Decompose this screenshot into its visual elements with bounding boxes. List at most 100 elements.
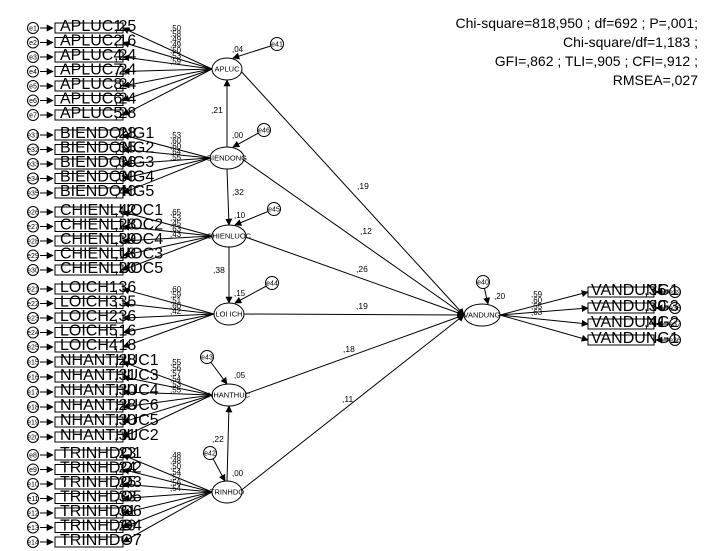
loading-line xyxy=(122,223,213,237)
indicator-box xyxy=(54,264,124,276)
error-circle xyxy=(27,94,39,107)
error-circle xyxy=(669,318,681,330)
loading-line xyxy=(122,491,213,529)
disturbance-circle xyxy=(265,276,279,290)
disturbance-arrow xyxy=(234,282,273,304)
error-label: e2 xyxy=(29,40,37,47)
loading-coef: ,49 xyxy=(170,35,182,44)
error-label: e38 xyxy=(669,306,681,313)
error-circle xyxy=(27,65,39,78)
indicator-box xyxy=(54,327,124,338)
error-label: e20 xyxy=(27,435,39,442)
error-label: e4 xyxy=(29,69,37,76)
latent-r2: ,15 xyxy=(234,289,246,298)
indicator-label: NHANTHUC1 xyxy=(60,352,159,369)
error-circle xyxy=(27,143,39,156)
error-label: e23 xyxy=(27,316,39,323)
loading-line xyxy=(122,235,213,272)
indicator-box xyxy=(54,95,124,106)
error-label: e35 xyxy=(27,191,39,198)
indicator-label: BIENDONG5 xyxy=(60,183,154,200)
indicator-label: TRINHDO6 xyxy=(60,503,142,520)
error-circle xyxy=(669,302,681,314)
loading-line xyxy=(122,146,211,159)
disturbance-arrow xyxy=(234,208,275,226)
indicator-r2: ,23 xyxy=(114,445,136,462)
latent-label: APLUC xyxy=(214,65,240,74)
loading-coef: ,63 xyxy=(170,225,182,234)
error-circle xyxy=(27,22,39,34)
loading-coef: ,58 xyxy=(170,30,182,39)
indicator-box xyxy=(54,449,124,461)
loading-line xyxy=(122,68,213,116)
structural-path xyxy=(240,311,465,319)
indicator-box xyxy=(54,250,124,261)
disturbance-label: e46 xyxy=(258,128,270,135)
error-label: e22 xyxy=(27,301,39,308)
loading-line xyxy=(122,481,213,493)
indicator-label: CHIENLUOC3 xyxy=(60,246,163,263)
loading-coef: ,53 xyxy=(170,214,182,223)
latent-ellipse xyxy=(213,302,245,326)
error-circle xyxy=(27,283,39,295)
indicator-r2: ,24 xyxy=(114,62,136,79)
error-label: e5 xyxy=(29,84,37,91)
error-circle xyxy=(27,220,39,233)
path-coef: ,19 xyxy=(357,181,369,191)
error-label: e9 xyxy=(29,467,37,474)
loading-line xyxy=(499,290,589,316)
loading-line xyxy=(122,491,213,502)
loading-line xyxy=(122,67,213,75)
error-circle xyxy=(27,463,39,476)
loading-line xyxy=(122,313,215,349)
indicator-r2: ,29 xyxy=(114,518,136,535)
error-circle xyxy=(27,326,39,339)
loading-line xyxy=(122,491,213,543)
loading-coef: ,60 xyxy=(170,137,182,146)
path-coef: ,11 xyxy=(342,394,353,404)
disturbance-label: e45 xyxy=(268,207,280,214)
error-label: e3 xyxy=(29,55,37,62)
indicator-label: CHIENLUOC5 xyxy=(60,260,163,277)
error-label: e31 xyxy=(27,133,39,140)
indicator-r2: ,25 xyxy=(114,474,136,491)
error-label: e39 xyxy=(669,290,681,297)
loading-line xyxy=(122,54,213,70)
error-circle xyxy=(669,334,681,346)
loading-coef: ,56 xyxy=(170,479,182,488)
indicator-label: TRINHDO4 xyxy=(60,518,142,535)
loading-line xyxy=(122,68,213,102)
indicator-box xyxy=(54,109,124,121)
error-label: e7 xyxy=(29,113,37,120)
indicator-label: APLUC4 xyxy=(60,47,122,64)
indicator-r2: ,36 xyxy=(114,308,136,325)
indicator-label: NHANTHUC2 xyxy=(60,427,159,444)
latent-r2: ,20 xyxy=(494,292,506,301)
indicator-r2: ,24 xyxy=(114,91,136,108)
loading-coef: ,45 xyxy=(170,219,182,228)
disturbance-label: e42 xyxy=(204,451,216,458)
disturbance-circle xyxy=(200,350,214,364)
indicator-box xyxy=(54,371,124,383)
loading-coef: ,54 xyxy=(170,375,182,384)
loading-coef: ,60 xyxy=(170,285,182,294)
indicator-r2: ,18 xyxy=(114,337,136,354)
indicator-r2: ,28 xyxy=(114,105,136,122)
structural-path xyxy=(225,405,233,482)
error-circle xyxy=(27,478,39,490)
loading-coef: ,59 xyxy=(531,290,543,299)
indicator-label: NHANTHUC5 xyxy=(60,412,159,429)
indicator-r2: ,24 xyxy=(114,47,136,64)
loading-line xyxy=(122,27,213,70)
error-label: e27 xyxy=(27,224,39,231)
disturbance-label: e43 xyxy=(201,355,213,362)
loading-coef: ,57 xyxy=(170,473,182,482)
path-coef: ,32 xyxy=(232,187,244,197)
indicator-r2: ,40 xyxy=(114,183,136,200)
error-label: e29 xyxy=(27,253,39,260)
latent-label: VANDUNG xyxy=(464,311,501,320)
fit-line-4: RMSEA=,027 xyxy=(612,72,698,88)
loading-coef: ,55 xyxy=(170,386,182,395)
error-circle xyxy=(27,51,39,63)
fit-line-2: Chi-square/df=1,183 ; xyxy=(562,34,698,50)
